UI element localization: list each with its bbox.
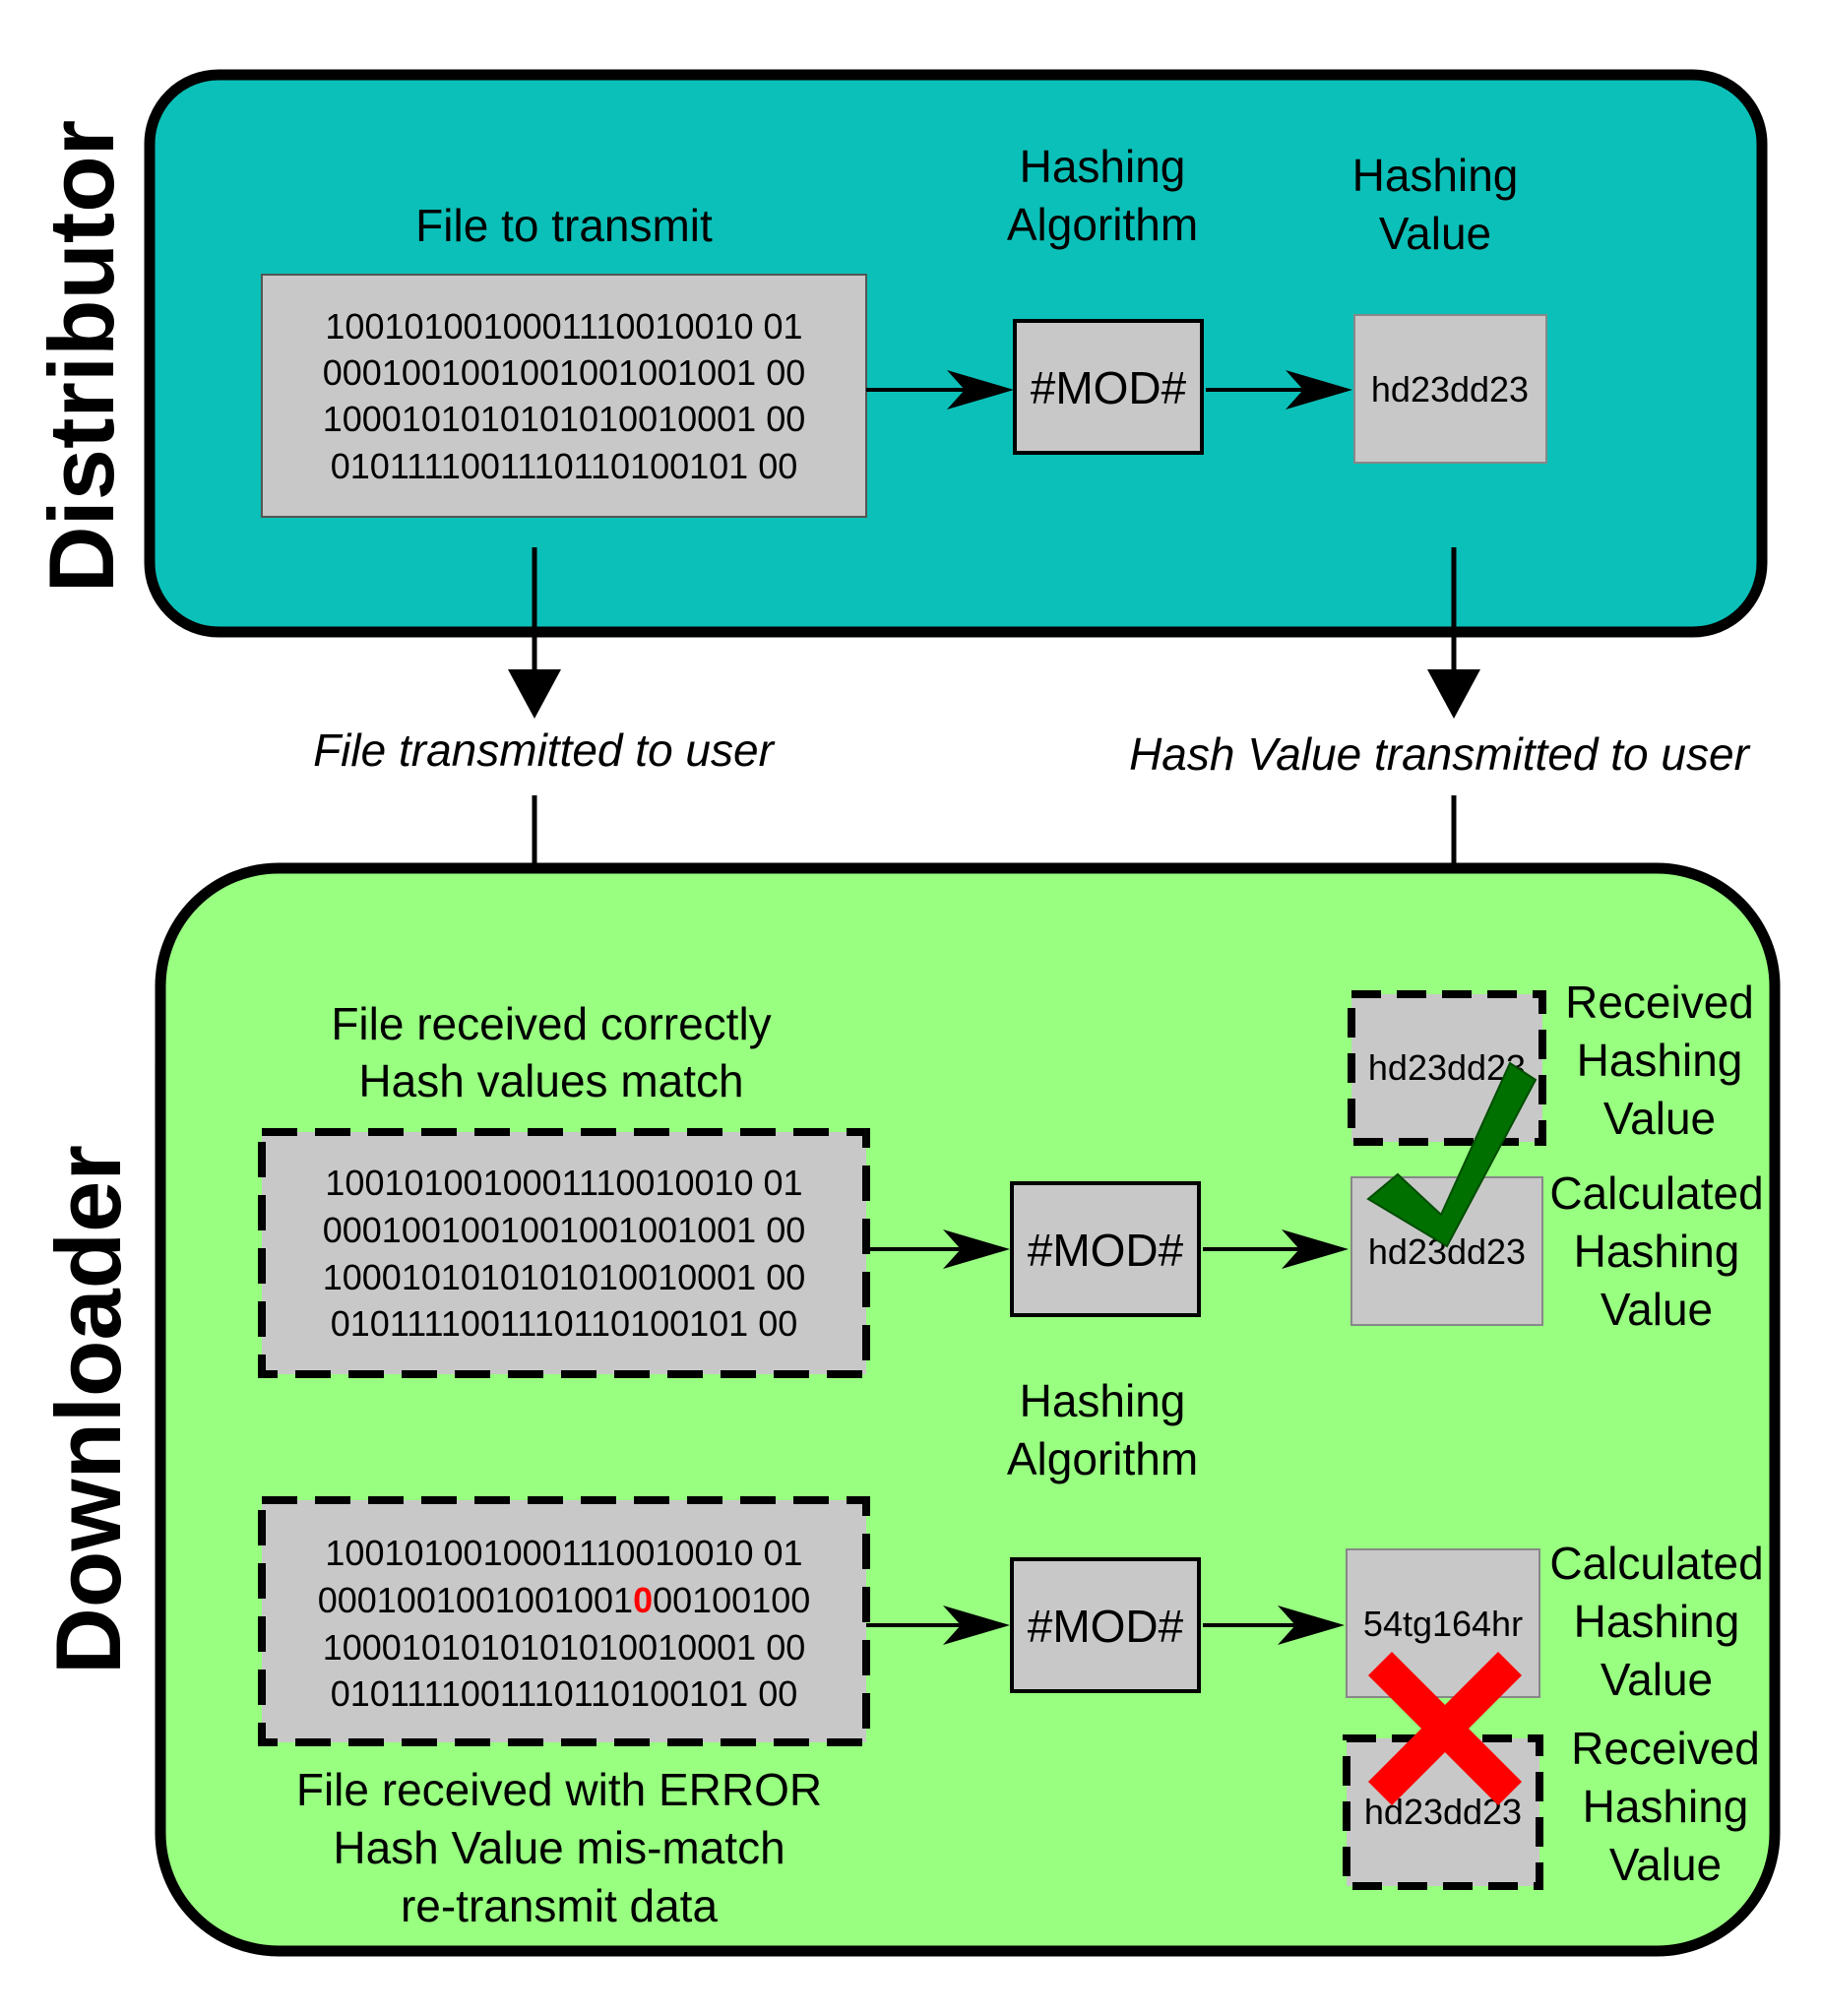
arrow-right-icon — [866, 370, 1014, 410]
check-icon — [1366, 1061, 1538, 1248]
received-hash-box-bottom — [1343, 1734, 1543, 1890]
received-hash-label-top: Hashing — [1577, 1035, 1743, 1086]
hash-algorithm-text: #MOD# — [1031, 362, 1187, 413]
calculated-hash-label-error: Hashing — [1574, 1596, 1740, 1647]
source-file-line: 0001001001001001001001 00 — [323, 352, 806, 393]
hash-value-text: hd23dd23 — [1371, 369, 1529, 410]
calculated-hash-label-error: Calculated — [1549, 1538, 1763, 1589]
error-line-suffix: 00100100 — [653, 1580, 810, 1620]
arrow-down-icon — [1427, 547, 1480, 719]
match-caption: Hash values match — [358, 1055, 743, 1106]
source-file-line: 1000101010101010010001 00 — [323, 399, 806, 439]
received-file-error-line: 1000101010101010010001 00 — [323, 1627, 806, 1668]
received-hash-label-bottom: Hashing — [1583, 1781, 1749, 1832]
hashing-value-label: Hashing — [1352, 150, 1519, 201]
hashing-algorithm-label: Hashing — [1020, 141, 1186, 192]
error-caption: Hash Value mis-match — [333, 1822, 785, 1873]
received-hash-label-top: Value — [1603, 1093, 1716, 1144]
received-file-ok-line: 0101111001110110100101 00 — [331, 1303, 798, 1344]
error-caption: File received with ERROR — [296, 1764, 822, 1815]
arrow-down-icon — [508, 547, 561, 719]
source-file-line: 0101111001110110100101 00 — [331, 446, 798, 486]
hash-value-box — [1353, 314, 1547, 464]
hash-algorithm-error-box — [1010, 1557, 1201, 1693]
received-file-ok-line: 0001001001001001001001 00 — [323, 1210, 806, 1250]
hashing-value-label: Value — [1379, 208, 1491, 259]
received-file-error-box — [258, 1496, 870, 1746]
downloader-panel: Downloader File received correctly Hash … — [36, 862, 1781, 1957]
received-file-ok-box — [258, 1128, 870, 1378]
transfer-section: File transmitted to user Hash Value tran… — [313, 547, 1751, 969]
received-hash-label-bottom: Value — [1609, 1839, 1722, 1890]
calculated-hash-label-ok: Value — [1601, 1284, 1713, 1335]
hash-algorithm-box — [1013, 319, 1204, 455]
received-hash-label-top: Received — [1565, 976, 1754, 1028]
arrow-right-icon — [866, 1606, 1010, 1645]
source-file-line: 1001010010001110010010 01 — [325, 306, 802, 346]
error-line-prefix: 0001001001001001 — [318, 1580, 633, 1620]
received-file-error-line: 1001010010001110010010 01 — [325, 1533, 802, 1573]
distributor-title: Distributor — [30, 120, 133, 593]
arrow-right-icon — [1203, 1229, 1349, 1269]
received-hash-value-top: hd23dd23 — [1368, 1047, 1526, 1088]
calculated-hash-value-error: 54tg164hr — [1363, 1604, 1523, 1644]
arrow-right-icon — [866, 1229, 1010, 1269]
hashing-algorithm-label-downloader: Algorithm — [1007, 1433, 1198, 1484]
cross-icon — [1367, 1651, 1523, 1806]
error-bit: 0 — [633, 1580, 653, 1620]
received-file-error-line: 0001001001001001000100100 — [318, 1580, 811, 1620]
downloader-title: Downloader — [36, 1145, 140, 1674]
distributor-panel: Distributor File to transmit 10010100100… — [30, 69, 1768, 638]
hashing-algorithm-label: Algorithm — [1007, 199, 1198, 250]
received-hash-label-bottom: Received — [1571, 1723, 1760, 1774]
received-file-error-line: 0101111001110110100101 00 — [331, 1673, 798, 1714]
source-file-box — [261, 274, 867, 518]
file-to-transmit-label: File to transmit — [415, 200, 713, 251]
arrow-right-icon — [1203, 1606, 1345, 1645]
hash-transmitted-caption: Hash Value transmitted to user — [1129, 728, 1751, 780]
error-caption: re-transmit data — [401, 1880, 719, 1931]
hashing-algorithm-label-downloader: Hashing — [1020, 1375, 1186, 1426]
hash-algorithm-error-text: #MOD# — [1028, 1601, 1184, 1652]
calculated-hash-label-error: Value — [1601, 1654, 1713, 1705]
calculated-hash-label-ok: Hashing — [1574, 1226, 1740, 1277]
hash-algorithm-ok-text: #MOD# — [1028, 1225, 1184, 1276]
match-caption: File received correctly — [331, 998, 771, 1049]
calculated-hash-label-ok: Calculated — [1549, 1167, 1763, 1219]
received-file-ok-line: 1001010010001110010010 01 — [325, 1163, 802, 1203]
arrow-right-icon — [1206, 370, 1352, 410]
received-file-ok-line: 1000101010101010010001 00 — [323, 1257, 806, 1297]
file-transmitted-caption: File transmitted to user — [313, 724, 776, 776]
hash-algorithm-ok-box — [1010, 1181, 1201, 1317]
